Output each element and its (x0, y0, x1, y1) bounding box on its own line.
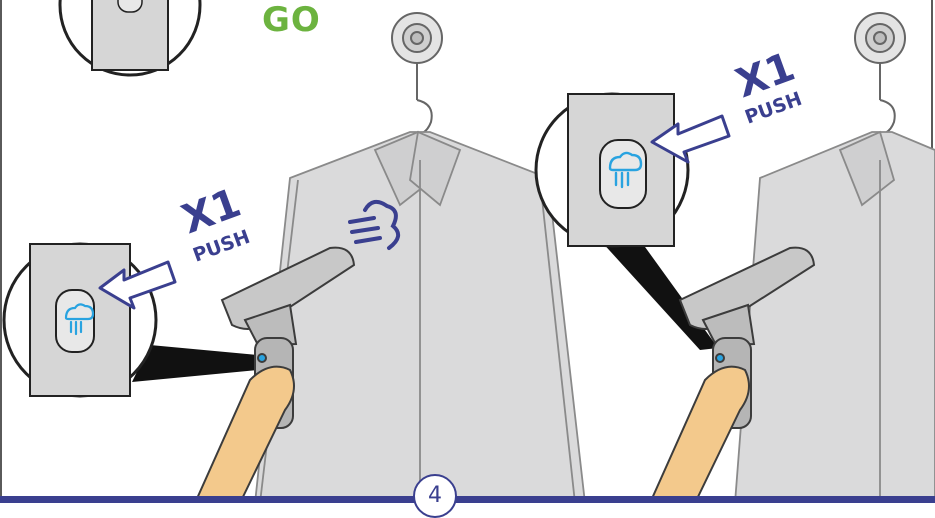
shirt-left (255, 132, 585, 503)
go-label: GO (262, 0, 321, 40)
hand-right (650, 367, 749, 503)
bottom-bar (0, 496, 935, 503)
hanger-left (392, 13, 442, 135)
hanger-right (855, 13, 905, 135)
step-number-badge: 4 (413, 474, 457, 518)
zoom-circle-top (60, 0, 200, 75)
shirt-right (735, 132, 935, 503)
